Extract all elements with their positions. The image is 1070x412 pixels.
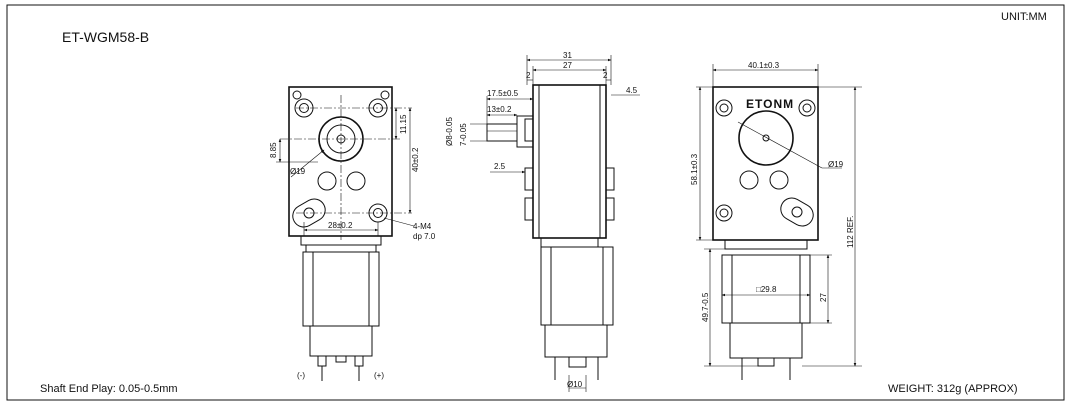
front-motor-can	[302, 251, 380, 327]
dim-side-flat: 7-0.05	[459, 123, 468, 146]
rear-hub-center	[762, 134, 770, 142]
side-boss	[605, 167, 615, 191]
rear-output-hub	[738, 110, 794, 166]
plus-label: (+)	[374, 371, 384, 380]
side-flange	[540, 237, 599, 248]
dim-rear-hub: Ø19	[828, 160, 844, 169]
dim-rear-motor-part: 27	[819, 293, 828, 302]
dim-front-depth: dp 7.0	[413, 232, 436, 241]
dim-rear-motor-len: 49.7-0.5	[701, 292, 710, 322]
dim-side-total: 31	[563, 51, 572, 60]
dim-side-collar: 2.5	[494, 162, 506, 171]
dim-side-flange: 4.5	[626, 86, 638, 95]
brand-logo: ETONM	[746, 97, 794, 111]
dim-front-height: 40±0.2	[411, 147, 420, 172]
corner-screw	[380, 90, 390, 100]
dim-side-shaft-dia: Ø8-0.05	[445, 117, 454, 146]
dim-rear-motor-dia: □29.8	[756, 285, 777, 294]
mount-hole	[715, 204, 733, 222]
front-motor-endcap	[309, 325, 373, 357]
side-motor-can	[540, 246, 614, 326]
terminal	[354, 355, 364, 367]
front-view: (-) (+) 28±0.2 40±0.2 11.15 8.85 Ø19 4-M…	[269, 86, 436, 381]
unit-label: UNIT:MM	[1001, 11, 1047, 23]
front-flange-step	[305, 244, 377, 253]
weight-note: WEIGHT: 312g (APPROX)	[888, 383, 1018, 395]
side-motor-bearing	[568, 356, 587, 368]
dim-side-shaft-len: 17.5±0.5	[487, 89, 519, 98]
side-motor-endcap	[544, 324, 608, 358]
dim-side-motor-dia: Ø10	[567, 380, 583, 389]
dim-rear-width: 40.1±0.3	[748, 61, 780, 70]
rear-motor-endcap	[729, 322, 803, 359]
leader-line	[383, 217, 415, 227]
dim-side-flat-len: 13±0.2	[487, 105, 512, 114]
dim-side-inner: 27	[563, 61, 572, 70]
terminal-center	[335, 355, 347, 363]
gear-cover-circle	[769, 170, 789, 190]
shaft-end-play-note: Shaft End Play: 0.05-0.5mm	[40, 383, 178, 395]
dim-side-right-gap: 2	[603, 71, 608, 80]
dim-front-shaft: Ø19	[290, 167, 306, 176]
gear-cover-circle	[317, 171, 337, 191]
rear-view: ETONM Ø19 40.1±0.3 58.1±0.	[690, 61, 862, 380]
model-title: ET-WGM58-B	[62, 29, 149, 45]
dim-front-upper: 11.15	[399, 114, 408, 134]
mount-hole	[715, 99, 733, 117]
dim-front-holes: 4-M4	[413, 222, 432, 231]
rear-motor-bearing	[757, 357, 775, 367]
dim-rear-height: 58.1±0.3	[690, 153, 699, 185]
corner-screw	[292, 90, 302, 100]
dim-front-width: 28±0.2	[328, 221, 353, 230]
side-boss	[524, 197, 534, 221]
mount-hole	[798, 99, 816, 117]
side-boss	[524, 167, 534, 191]
terminal	[317, 355, 327, 367]
side-view: 31 27 2 2 4.5 17.5±0.5 13±0.2 Ø8-0.05 7-…	[445, 51, 640, 392]
dim-side-left-gap: 2	[526, 71, 531, 80]
sheet-border	[6, 4, 1065, 401]
gear-cover-circle	[739, 170, 759, 190]
side-output-shaft	[486, 123, 518, 142]
slot-hole	[292, 198, 326, 228]
slot-hole-center	[791, 206, 803, 218]
leader-line	[737, 121, 823, 169]
minus-label: (-)	[297, 371, 305, 380]
gear-cover-circle	[346, 171, 366, 191]
dim-rear-total: 112 REF.	[846, 216, 855, 248]
rear-flange	[724, 239, 808, 250]
side-boss	[524, 118, 534, 142]
slot-hole	[780, 197, 814, 227]
leader-line	[290, 149, 325, 178]
side-gearbox-body	[532, 84, 607, 239]
dim-front-left: 8.85	[269, 142, 278, 158]
side-boss	[605, 197, 615, 221]
